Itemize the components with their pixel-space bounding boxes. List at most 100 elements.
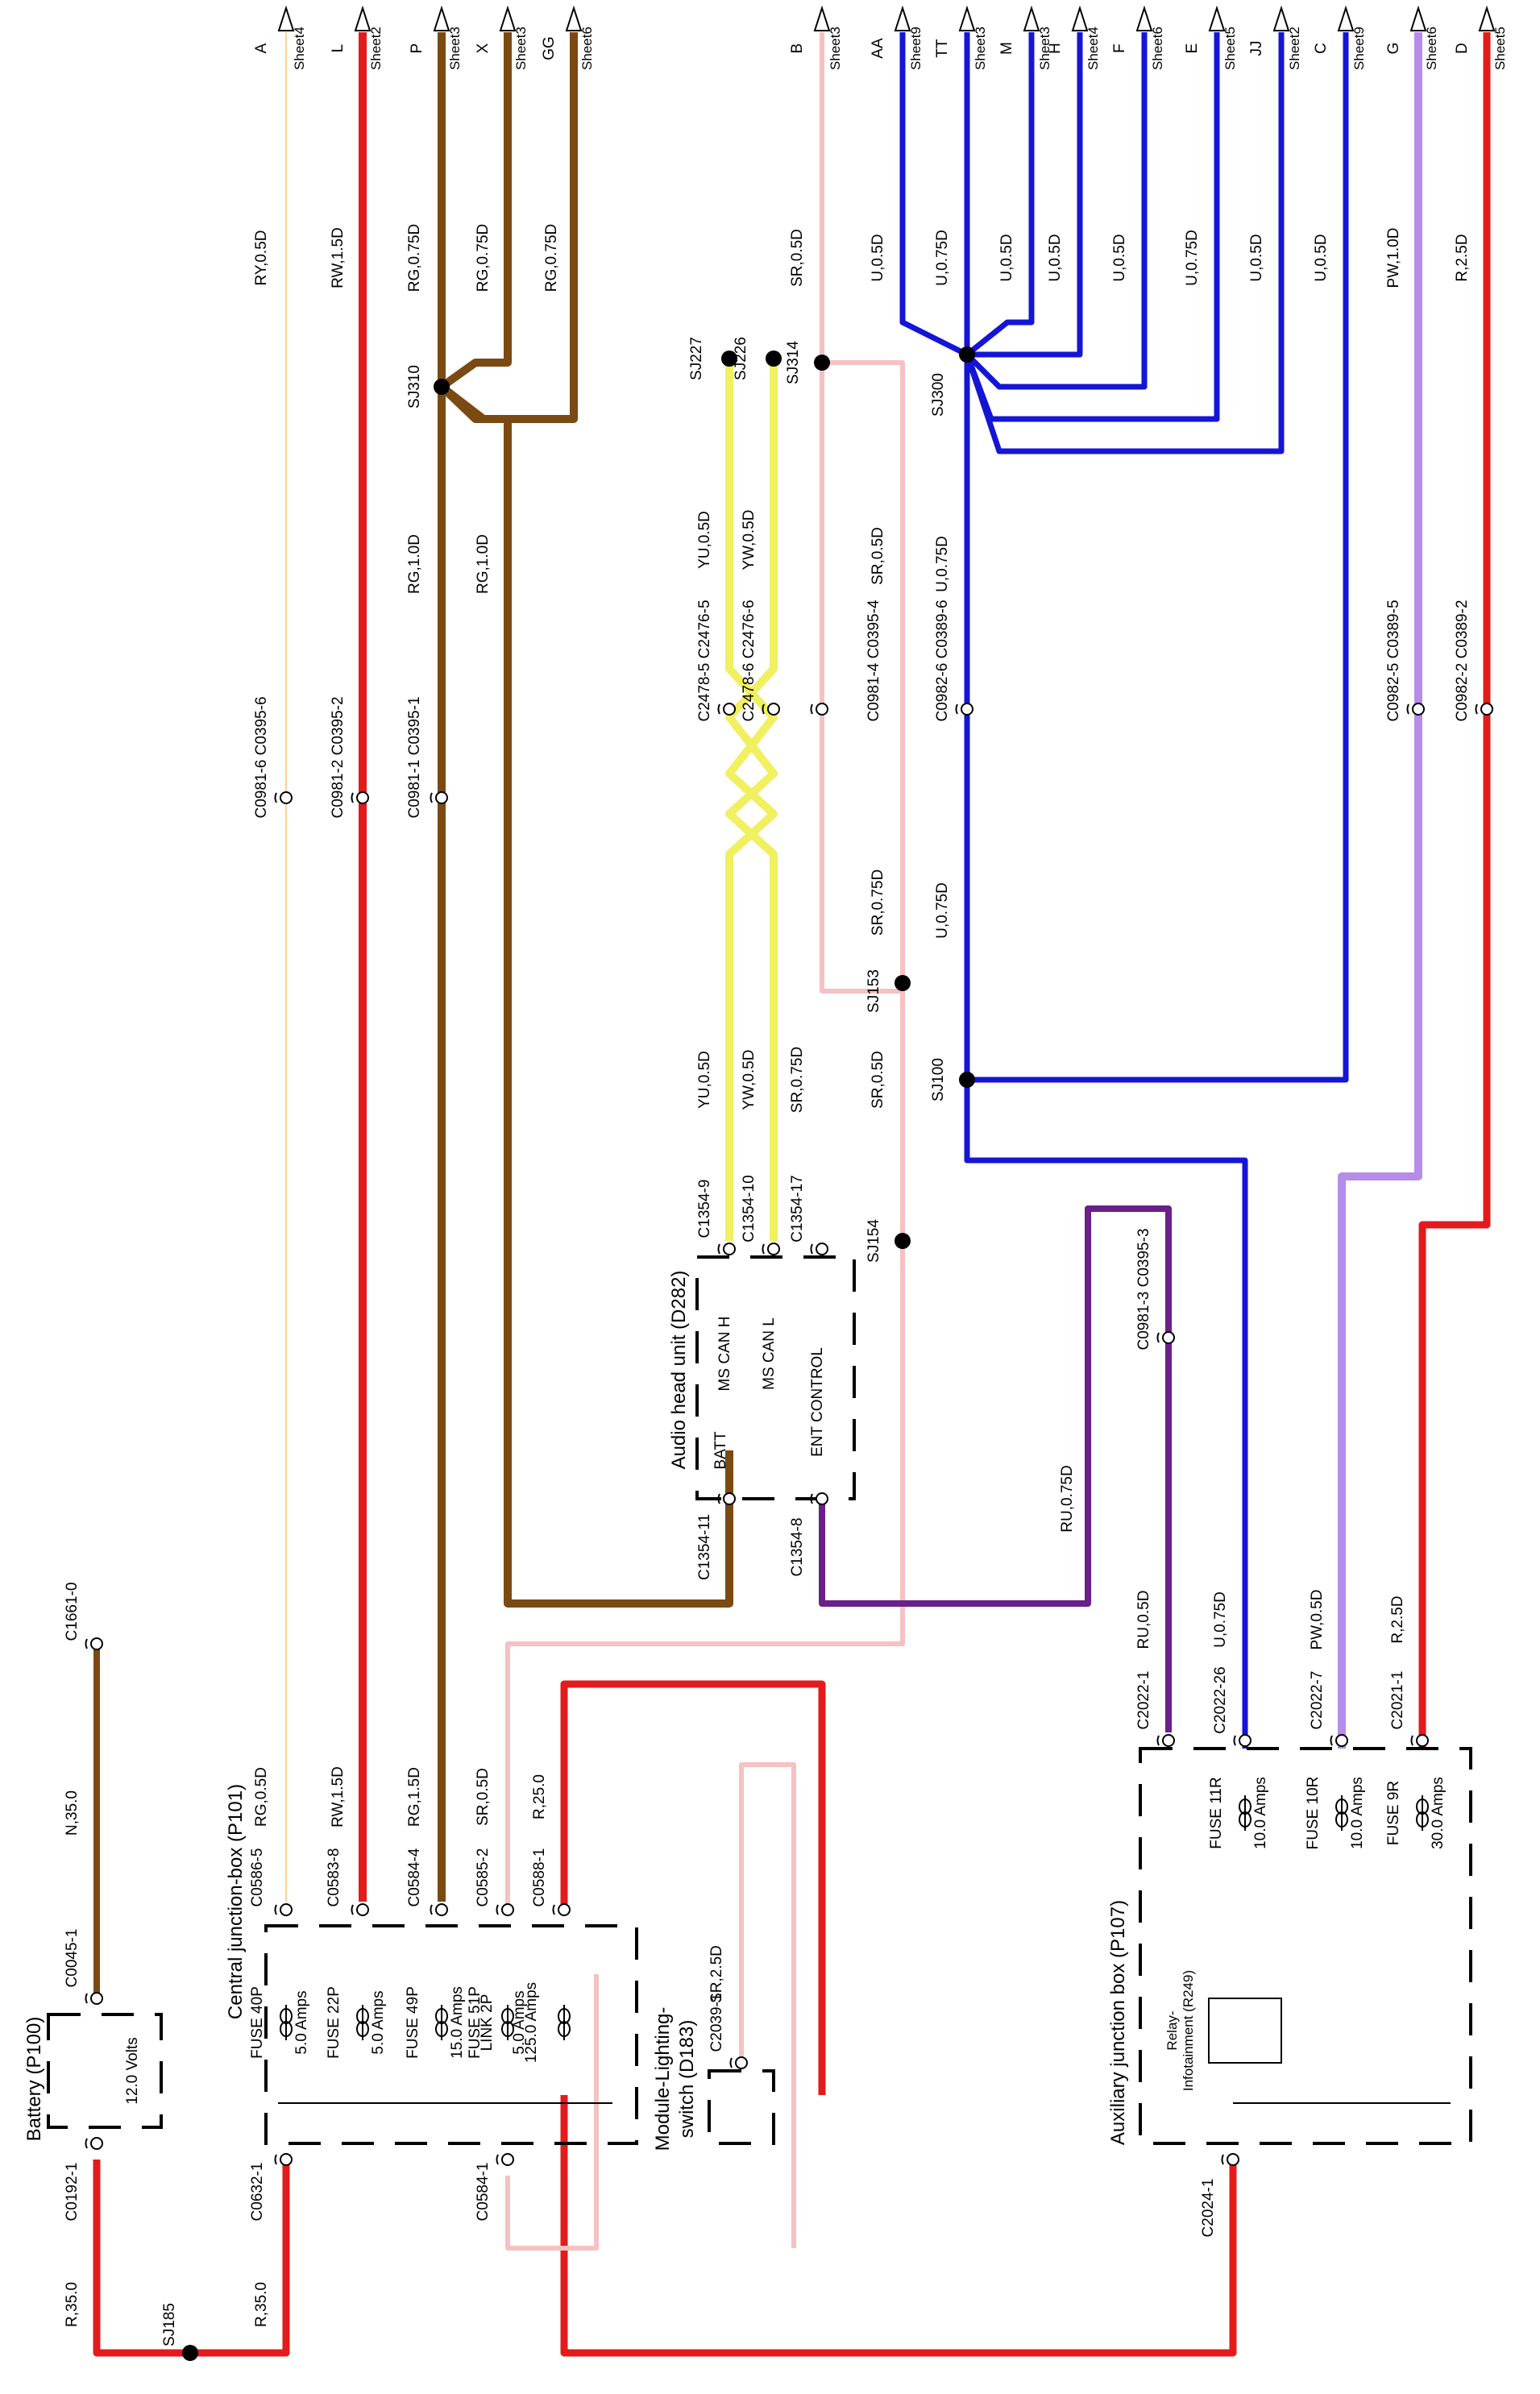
connector-label-c0982-2: C0982-2 C0389-2 xyxy=(1454,600,1471,721)
conn-c1661 xyxy=(85,1637,103,1650)
conn-c0584-1 xyxy=(496,2153,514,2166)
connector-label-c2022-7: C2022-7 xyxy=(1309,1671,1326,1730)
fuse22p-symbol xyxy=(356,2005,369,2040)
relay-box xyxy=(1208,1998,1282,2064)
conn-c0982-2-shell xyxy=(1475,703,1478,715)
lighting-switch-name-2: switch (D183) xyxy=(676,2020,698,2139)
wire-label-r25a: R,25.0 xyxy=(531,1774,548,1819)
splice-sj153-label: SJ153 xyxy=(865,969,882,1013)
wire-label-sr075a: SR,0.75D xyxy=(789,1047,806,1113)
wire-sr05-d xyxy=(822,360,905,1241)
wire-label-u05c: U,0.5D xyxy=(1047,234,1064,281)
fuse49p-symbol-body-bottom xyxy=(435,2021,448,2037)
connector-label-c0981-3: C0981-3 C0395-3 xyxy=(1135,1228,1152,1350)
connector-label-c0981-2: C0981-2 C0395-2 xyxy=(330,696,347,818)
conn-c0982-5-pin xyxy=(1412,703,1425,716)
wire-label-rg075a: RG,0.75D xyxy=(406,224,423,292)
central-jb-name: Central junction-box (P101) xyxy=(225,1784,247,2019)
conn-c0632 xyxy=(274,2153,293,2166)
audio-head-box xyxy=(695,1255,856,1500)
conn-c0584-4 xyxy=(430,1903,448,1916)
splice-sj227-label: SJ227 xyxy=(688,337,705,380)
wire-rg075-x-insulation xyxy=(439,32,512,391)
fuse9r-symbol-body-top xyxy=(1416,1799,1429,1815)
wire-u-jj xyxy=(964,32,1285,454)
wire-label-u075b: U,0.75D xyxy=(1184,230,1201,286)
connector-label-c0982-5: C0982-5 C0389-5 xyxy=(1385,600,1402,721)
connector-label-c1354-8: C1354-8 xyxy=(789,1518,806,1577)
fuse-name-fuse49p: FUSE 49P xyxy=(405,1986,421,2059)
wire-label-u05e: U,0.5D xyxy=(1248,234,1265,281)
conn-c0585-pin xyxy=(501,1903,514,1916)
splice-sj153 xyxy=(895,975,911,991)
conn-c0632-pin xyxy=(280,2153,293,2166)
conn-c2039-pin xyxy=(735,2056,748,2069)
connector-label-c0045: C0045-1 xyxy=(64,1929,81,1988)
conn-c0586 xyxy=(274,1903,293,1916)
output-arrow-l xyxy=(354,5,372,31)
fuse-name-fuse9r: FUSE 9R xyxy=(1385,1781,1402,1845)
conn-c0045-shell xyxy=(85,1993,88,2004)
battery-box xyxy=(47,2013,163,2129)
conn-c0588 xyxy=(552,1903,571,1916)
conn-c1661-shell xyxy=(85,1638,88,1649)
wire-pw05 xyxy=(1338,32,1422,1749)
fuse49p-symbol-body-top xyxy=(435,2008,448,2024)
conn-c2478-5-pin xyxy=(723,703,736,716)
relay-name-1: Relay- xyxy=(1164,2010,1180,2050)
output-id-d: D xyxy=(1454,43,1471,54)
output-arrow-tt xyxy=(958,5,976,31)
link2p-symbol-body-bottom xyxy=(558,2021,571,2037)
conn-c0584-4-shell xyxy=(430,1904,433,1915)
conn-c2022-26-pin xyxy=(1239,1734,1252,1747)
conn-c2022-7-shell xyxy=(1330,1735,1333,1746)
fuse49p-symbol xyxy=(435,2005,448,2040)
wire-label-yu05a: YU,0.5D xyxy=(696,511,713,569)
conn-c0585 xyxy=(496,1903,514,1916)
conn-c0981-1 xyxy=(430,791,448,804)
fuse-rating-fuse51p: 5.0 Amps xyxy=(511,1990,528,2054)
splice-sj314-label: SJ314 xyxy=(785,341,802,384)
wire-label-u05d: U,0.5D xyxy=(1111,234,1128,281)
fuse-rating-fuse22p: 5.0 Amps xyxy=(370,1990,387,2054)
fuse40p-symbol-body-top xyxy=(280,2008,293,2024)
connector-label-c0583: C0583-8 xyxy=(326,1848,342,1907)
wire-label-u05a: U,0.5D xyxy=(870,234,886,281)
connector-label-c2022-1: C2022-1 xyxy=(1135,1671,1152,1730)
conn-c1354-10-shell xyxy=(762,1243,765,1255)
conn-c2024 xyxy=(1221,2153,1239,2166)
conn-c0583 xyxy=(351,1903,369,1916)
connector-label-c0586: C0586-5 xyxy=(249,1848,266,1907)
fuse-rating-fuse49p: 15.0 Amps xyxy=(449,1986,466,2059)
conn-c2039-shell xyxy=(729,2057,733,2068)
wire-aux-feed-r25 xyxy=(560,2095,1237,2357)
conn-c2021-shell xyxy=(1410,1735,1413,1746)
output-arrow-b xyxy=(813,5,831,31)
wire-label-n35: N,35.0 xyxy=(64,1790,81,1836)
wire-u-h xyxy=(967,32,1083,358)
aux-jb-name: Auxiliary junction box (P107) xyxy=(1107,1900,1129,2145)
wire-label-rg075b: RG,0.75D xyxy=(475,224,492,292)
conn-c0982-6 xyxy=(955,703,973,716)
output-arrow-gg xyxy=(565,5,583,31)
output-sheet-gg: Sheet6 xyxy=(579,27,595,70)
wire-label-ru075: RU,0.75D xyxy=(1059,1465,1076,1532)
conn-c2022-1-shell xyxy=(1156,1735,1160,1746)
output-sheet-a: Sheet4 xyxy=(292,27,307,70)
wire-u-f xyxy=(965,32,1148,390)
splice-sj310 xyxy=(434,379,450,395)
conn-c1354-11-pin xyxy=(723,1492,736,1505)
output-arrow-f xyxy=(1135,5,1153,31)
conn-c0981-4 xyxy=(810,703,828,716)
fuse51p-symbol-body-bottom xyxy=(501,2021,514,2037)
conn-c1354-9 xyxy=(717,1243,736,1255)
output-id-l: L xyxy=(330,44,347,53)
fuse-rating-fuse11r: 10.0 Amps xyxy=(1252,1777,1269,1849)
conn-c0192-shell xyxy=(85,2138,88,2149)
wire-label-yu05b: YU,0.5D xyxy=(696,1051,713,1109)
link2p-symbol xyxy=(558,2005,571,2040)
wire-label-rw15a: RW,1.5D xyxy=(330,1766,347,1828)
splice-sj185 xyxy=(182,2345,198,2361)
wire-sr05-a xyxy=(505,1974,599,2251)
conn-c0192 xyxy=(85,2137,103,2150)
